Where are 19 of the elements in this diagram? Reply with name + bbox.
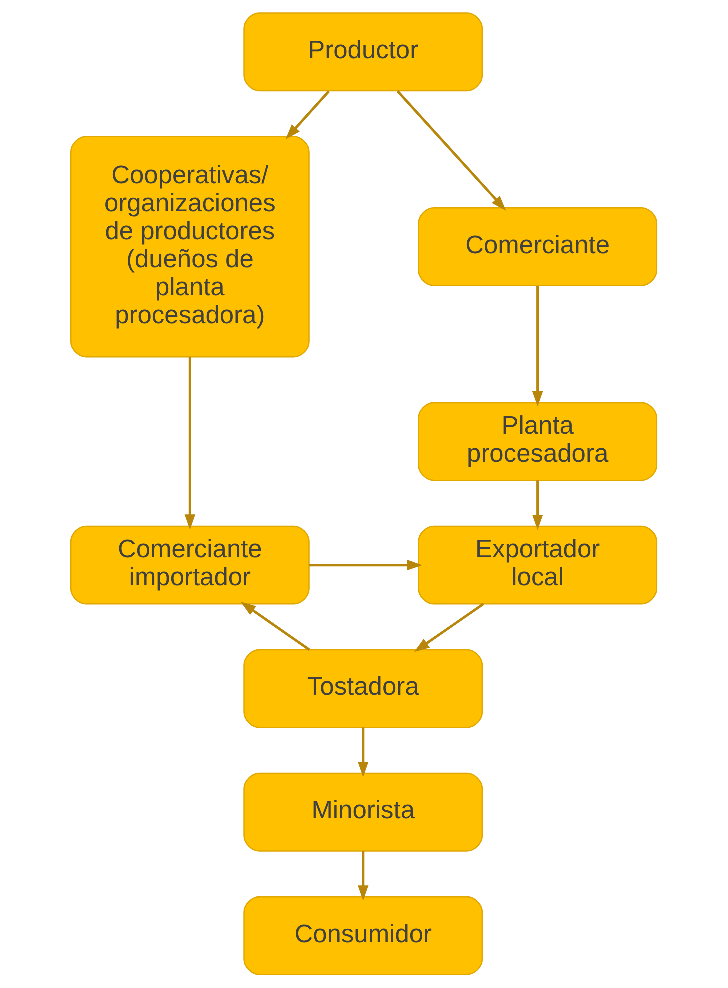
arrow: [240, 602, 310, 652]
node-box: Comerciante: [418, 207, 658, 286]
node-box: Planta procesadora: [418, 402, 658, 482]
arrow: [358, 728, 369, 778]
node-box: Productor: [244, 12, 484, 92]
node-box: Comerciante importador: [70, 526, 310, 605]
arrow: [184, 357, 196, 530]
arrow: [309, 560, 423, 571]
arrow: [532, 286, 544, 407]
node-box: Consumidor: [244, 896, 484, 976]
node-box: Cooperativas/ organizaciones de productores (dueños de planta procesadora): [70, 136, 310, 358]
arrow: [286, 90, 330, 140]
arrow: [358, 851, 369, 901]
arrow: [532, 480, 544, 530]
node-box: Exportador local: [418, 526, 658, 605]
node-box: Minorista: [244, 772, 484, 852]
node-box: Tostadora: [244, 649, 484, 728]
arrow: [414, 603, 484, 652]
arrow: [396, 90, 506, 211]
